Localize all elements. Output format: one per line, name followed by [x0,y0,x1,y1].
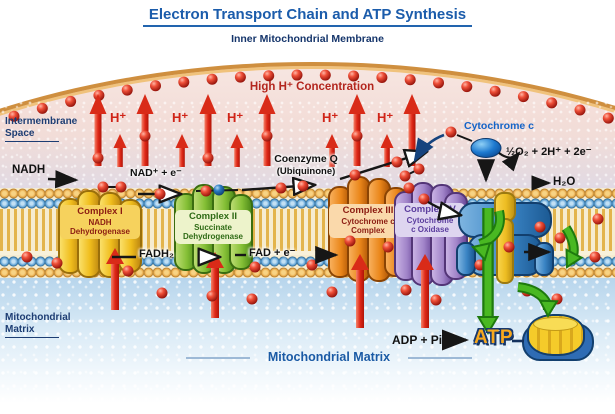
matrix-background [0,278,615,414]
electron-ball [154,188,166,200]
pump-arrow [421,268,429,328]
h-ion-ball [319,69,331,81]
h-ion-ball [489,85,501,97]
electron-ball [413,163,425,175]
h-ion-ball [65,95,77,107]
h-ion-ball [21,251,33,263]
h-ion-ball [93,89,105,101]
lipid-head-row [0,198,615,209]
h-ion-ball [404,74,416,86]
h-ion-ball [206,73,218,85]
h-ion-ball [344,235,356,247]
h-ion-ball [249,261,261,273]
proton-arrow-small [117,145,123,167]
complex-ii: Complex II Succinate Dehydrogenase [174,184,253,276]
h-ion-ball [602,112,614,124]
electron-ball [97,181,109,193]
electron-ball [349,169,361,181]
proton-arrow-small [234,145,240,167]
electron-ball [399,170,411,182]
h-ion-ball [326,286,338,298]
h-ion-ball [592,213,604,225]
complex-ii-label: Complex II Succinate Dehydrogenase [175,210,251,245]
h-ion-ball [430,294,442,306]
h-ion-ball [261,130,273,142]
proton-flow-green-arrows [471,208,584,335]
h-ion-ball [8,110,20,122]
electron-ball-blue [213,184,225,196]
generated-decor [8,69,614,328]
electron-ball [418,193,430,205]
h-ion-ball [503,241,515,253]
reaction-arrow [498,151,521,172]
atp-synthase-rotor [522,314,596,364]
rotor-cap [533,317,578,331]
electron-ball [115,181,127,193]
pump-arrow [111,262,119,310]
h-ion-ball [382,241,394,253]
h-ion-ball [122,265,134,277]
h-ion-ball [263,70,275,82]
page-title: Electron Transport Chain and ATP Synthes… [0,6,615,27]
proton-arrow-small [384,145,390,167]
h-ion-ball [534,221,546,233]
h-ion-ball [546,97,558,109]
pump-arrow [356,268,364,328]
h-ion-ball [51,257,63,269]
h-ion-ball [121,84,133,96]
h-ion-ball [246,293,258,305]
lipid-head-row [0,267,615,278]
h-ion-ball [461,81,473,93]
electron-ball [445,126,457,138]
proton-arrow-small [329,145,335,167]
h-ion-ball [400,284,412,296]
h-ion-ball [156,287,168,299]
complex-i: Complex I NADH Dehydrogenase [58,190,142,280]
electron-ball [297,180,309,192]
h-ion-ball [291,69,303,81]
h-ion-ball [574,104,586,116]
h-ion-ball [517,91,529,103]
proton-arrow [408,110,416,166]
h-ion-ball [306,259,318,271]
atp-synthase [456,190,554,290]
h-ion-ball [92,152,104,164]
h-ion-ball [150,80,161,92]
atp-label: ATP [474,327,514,348]
h-ion-ball [351,130,363,142]
cytochrome-c-oval [470,138,502,158]
h-ion-ball [348,70,360,82]
h-ion-ball [589,251,601,263]
h-ion-ball [433,77,444,89]
h-ion-ball [554,232,566,244]
electron-ball [403,182,415,194]
h-ion-ball [36,102,48,114]
h-ion-ball [202,152,214,164]
h-ion-ball [234,71,246,83]
cytc-shuttle-arrow [413,133,445,163]
h-ion-ball [376,71,388,83]
page-subtitle: Inner Mitochondrial Membrane [231,33,384,45]
electron-ball [275,182,287,194]
electron-ball [200,185,212,197]
complex-i-label: Complex I NADH Dehydrogenase [60,205,140,240]
proton-arrow [94,110,102,166]
h-ion-ball [139,130,151,142]
intermembrane-space-texture [0,100,615,190]
lipid-head-row [0,256,615,267]
proton-arrow [204,110,212,166]
h-ion-ball [178,76,190,88]
electron-path [427,200,460,215]
electron-ball [391,156,403,168]
proton-arrow-small [179,145,185,167]
nadh-arrow [47,170,79,189]
h-ion-ball [206,290,218,302]
